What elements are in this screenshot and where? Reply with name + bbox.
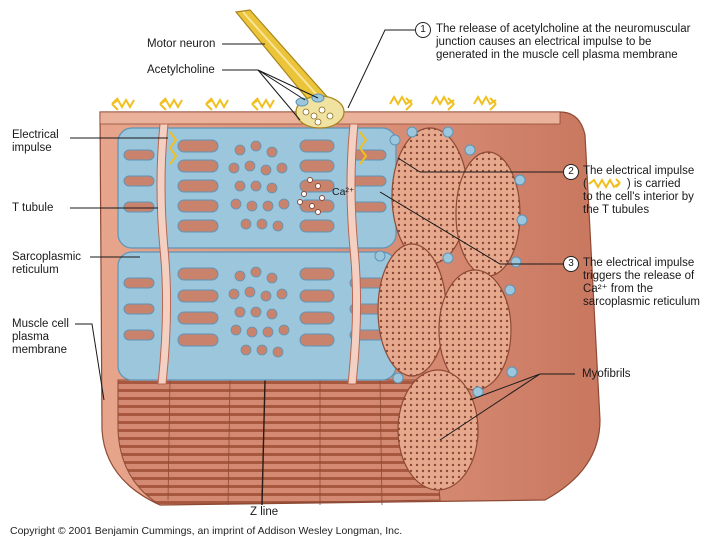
impulse-wave-icon — [587, 178, 627, 189]
step-2-number: 2 — [563, 164, 579, 180]
label-z-line: Z line — [250, 506, 278, 519]
label-acetylcholine: Acetylcholine — [147, 64, 215, 77]
label-muscle-cell-membrane: Muscle cell plasma membrane — [12, 318, 69, 357]
step-1-number: 1 — [415, 22, 431, 38]
step-3-text: The electrical impulse triggers the rele… — [583, 257, 700, 309]
label-t-tubule: T tubule — [12, 202, 53, 215]
myofibril-striations — [118, 380, 440, 505]
label-myofibrils: Myofibrils — [582, 368, 631, 381]
motor-neuron-shape — [236, 10, 344, 128]
label-ca-ion: Ca²⁺ — [332, 186, 354, 199]
step-1-text: The release of acetylcholine at the neur… — [436, 23, 690, 62]
label-motor-neuron: Motor neuron — [147, 38, 215, 51]
step-2-text: The electrical impulse () is carried to … — [583, 165, 718, 217]
step-3-number: 3 — [563, 256, 579, 272]
label-sarcoplasmic-reticulum: Sarcoplasmic reticulum — [12, 251, 81, 277]
label-electrical-impulse: Electrical impulse — [12, 129, 59, 155]
copyright-notice: Copyright © 2001 Benjamin Cummings, an i… — [10, 525, 402, 537]
